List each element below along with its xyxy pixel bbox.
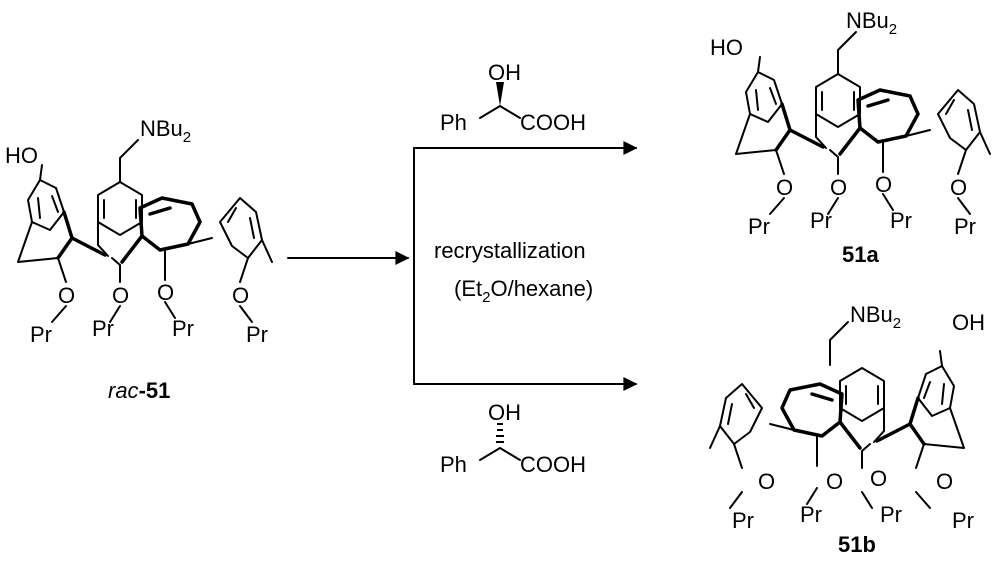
rac51-o2: O [112, 283, 129, 308]
product-b-o3: O [870, 466, 887, 491]
product-a-pr3: Pr [890, 208, 912, 233]
rac51-o1: O [58, 283, 75, 308]
product-b-pr2: Pr [800, 502, 822, 527]
product-a-pr4: Pr [954, 214, 976, 239]
product-a-pr1: Pr [748, 214, 770, 239]
starting-material-label: rac-51 [108, 378, 170, 403]
rac51-pr3: Pr [172, 316, 194, 341]
product-b-pr1: Pr [732, 508, 754, 533]
conditions-line2: (Et2O/hexane) [454, 276, 593, 306]
product-b-pr3: Pr [880, 502, 902, 527]
product-a-structure [735, 31, 991, 215]
starting-material-structure [17, 139, 273, 323]
reagent-bottom-structure [479, 423, 521, 461]
reagent-bottom-oh: OH [488, 400, 521, 425]
product-b-amine-bond [829, 321, 849, 366]
rac51-pr1: Pr [30, 322, 52, 347]
reagent-bottom-acid: COOH [520, 452, 586, 477]
product-b-o2: O [826, 469, 843, 494]
product-b-o1: O [758, 469, 775, 494]
product-a-o3: O [875, 172, 892, 197]
rac51-o3: O [157, 280, 174, 305]
reagent-top-oh: OH [488, 60, 521, 85]
product-b-hydroxy: OH [952, 310, 985, 335]
rac51-hydroxy-label: HO [5, 143, 38, 168]
reaction-arrows [287, 141, 638, 391]
reagent-top-ph: Ph [440, 110, 467, 135]
product-b-label: 51b [838, 532, 876, 557]
rac51-amine-label: NBu2 [140, 116, 191, 146]
conditions-line1: recrystallization [434, 238, 586, 263]
reagent-bottom-ph: Ph [440, 452, 467, 477]
product-b-structure [709, 350, 965, 509]
reagent-top-acid: COOH [520, 110, 586, 135]
product-a-pr2: Pr [810, 208, 832, 233]
rac51-o4: O [232, 283, 249, 308]
product-a-o1: O [776, 175, 793, 200]
product-a-o4: O [950, 175, 967, 200]
product-a-label: 51a [842, 242, 879, 267]
reagent-top-structure [479, 82, 521, 119]
product-b-o4: O [936, 469, 953, 494]
rac51-pr4: Pr [246, 322, 268, 347]
product-b-pr4: Pr [952, 508, 974, 533]
product-a-hydroxy: HO [710, 35, 743, 60]
product-b-amine: NBu2 [850, 302, 901, 332]
product-a-o2: O [830, 175, 847, 200]
product-a-amine: NBu2 [846, 8, 897, 38]
rac51-pr2: Pr [92, 316, 114, 341]
